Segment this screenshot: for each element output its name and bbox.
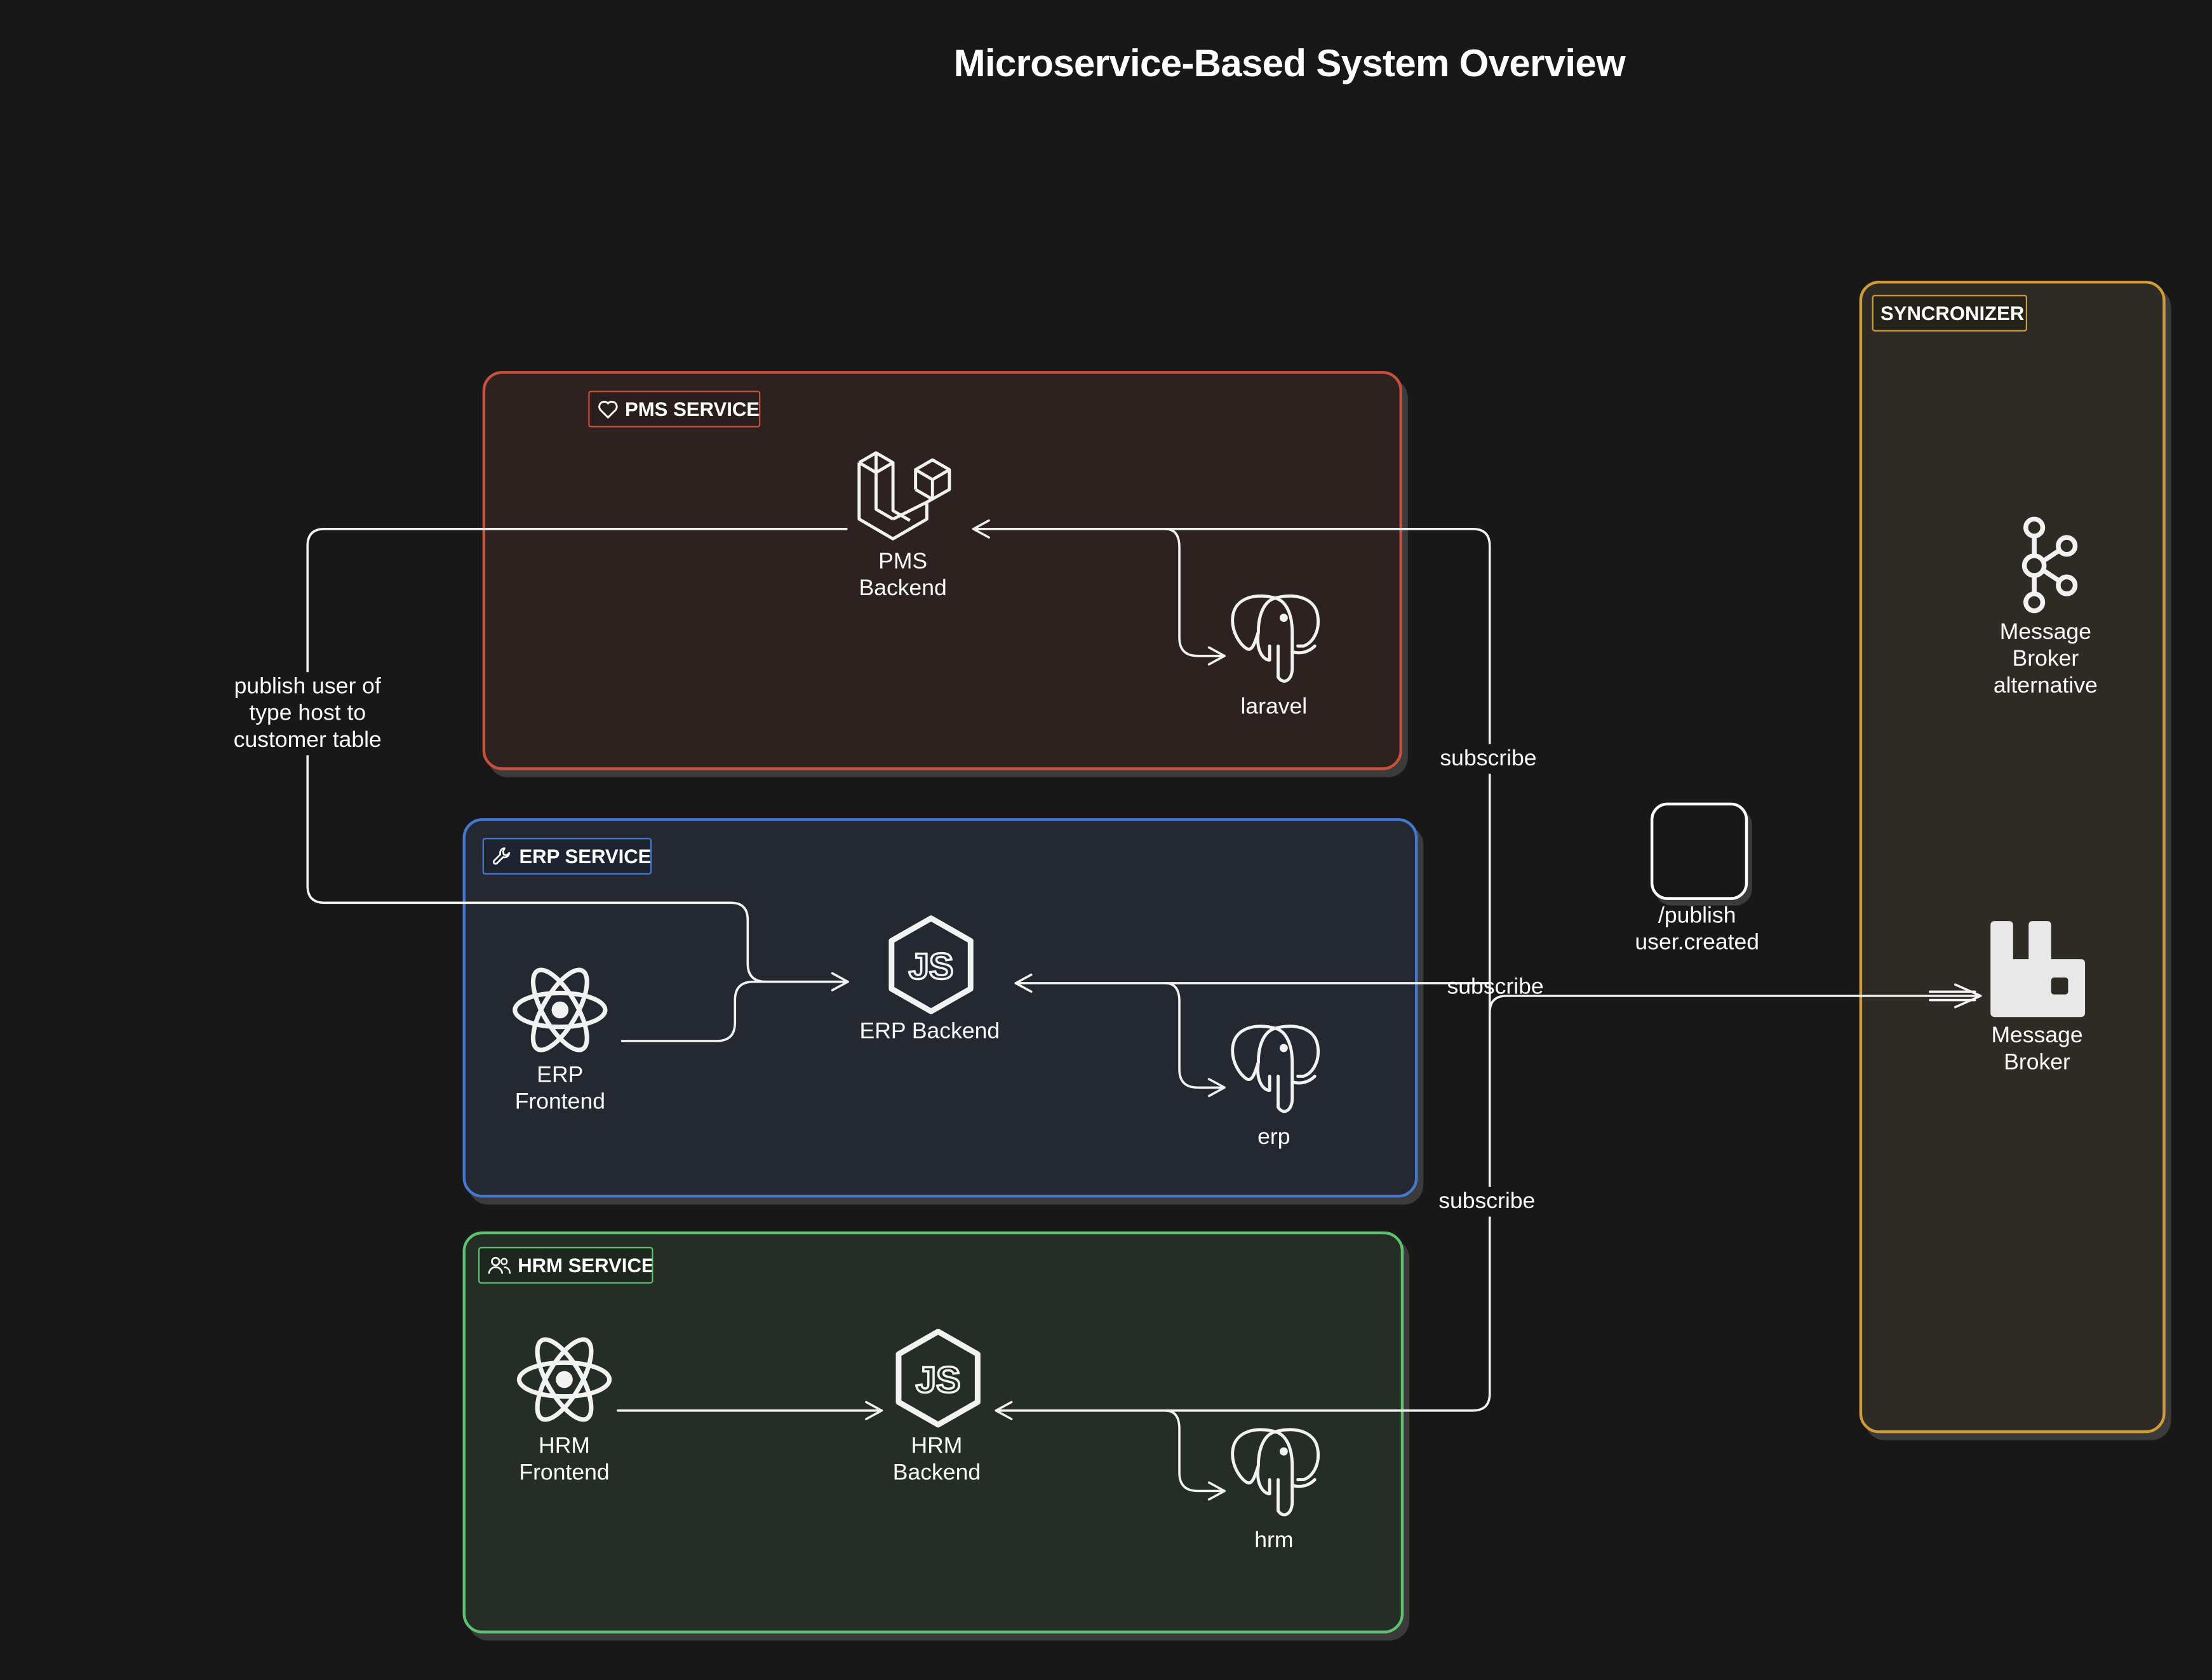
wrench-icon <box>493 847 511 865</box>
pms-service-container <box>482 371 1402 770</box>
hrm-service-tag: HRM SERVICE <box>478 1247 654 1284</box>
publish-note-line2: type host to <box>249 701 366 726</box>
broker-line2: Broker <box>2004 1051 2070 1075</box>
publish-line2: user.created <box>1635 931 1760 955</box>
erp-frontend-label: ERP Frontend <box>515 1062 605 1115</box>
erp-backend-label: ERP Backend <box>859 1019 1000 1044</box>
laravel-db-label: laravel <box>1240 695 1308 720</box>
react-icon <box>513 967 608 1052</box>
react-icon <box>516 1337 612 1422</box>
erp-frontend-line2: Frontend <box>514 1090 605 1115</box>
syncronizer-container <box>1859 280 2166 1434</box>
postgresql-icon <box>1231 1428 1320 1517</box>
hrm-backend-line1: HRM <box>911 1434 963 1459</box>
kafka-icon <box>2021 516 2078 614</box>
wire-erp-frontend-backend <box>620 980 849 1042</box>
hrm-frontend-line2: Frontend <box>519 1461 610 1486</box>
broker-alt-line2: Broker <box>2012 647 2079 672</box>
subscribe-erp-label: subscribe <box>1447 975 1544 1000</box>
erp-service-label: ERP SERVICE <box>519 845 652 868</box>
erp-frontend-line1: ERP <box>537 1063 584 1088</box>
publish-note-line1: publish user of <box>234 675 381 699</box>
syncronizer-label: SYNCRONIZER <box>1880 302 2025 325</box>
wire-erp-db <box>1164 982 1226 1098</box>
pms-backend-line2: Backend <box>859 577 947 601</box>
broker-alt-line1: Message <box>1999 621 2091 645</box>
rabbitmq-icon <box>1990 921 2086 1018</box>
erp-db-label: erp <box>1257 1126 1290 1150</box>
wire-subscribe-pms <box>972 519 1491 997</box>
pms-backend-label: PMS Backend <box>859 549 946 602</box>
publish-endpoint-box <box>1650 802 1748 900</box>
hrm-backend-line2: Backend <box>892 1461 981 1486</box>
wire-subscribe-hrm <box>995 995 1491 1420</box>
postgresql-icon <box>1231 1025 1320 1113</box>
hrm-frontend-label: HRM Frontend <box>519 1433 609 1486</box>
pms-service-label: PMS SERVICE <box>625 398 760 420</box>
svg-text:JS: JS <box>909 946 954 987</box>
broker-alt-line3: alternative <box>1993 674 2098 699</box>
wire-pms-db <box>1164 528 1226 666</box>
nodejs-icon: JS <box>888 915 974 1014</box>
subscribe-hrm-label: subscribe <box>1435 1186 1538 1217</box>
hrm-backend-label: HRM Backend <box>893 1433 981 1486</box>
syncronizer-tag: SYNCRONIZER <box>1872 295 2028 332</box>
users-icon <box>488 1256 511 1274</box>
postgresql-icon <box>1231 594 1320 683</box>
publish-line1: /publish <box>1658 904 1736 929</box>
hrm-service-label: HRM SERVICE <box>518 1254 654 1277</box>
nodejs-icon: JS <box>895 1328 981 1428</box>
heart-icon <box>598 400 618 419</box>
hrm-db-label: hrm <box>1254 1529 1294 1554</box>
broker-alternative-label: Message Broker alternative <box>1994 619 2098 700</box>
hrm-frontend-line1: HRM <box>539 1434 590 1459</box>
svg-text:JS: JS <box>916 1360 961 1401</box>
message-broker-label: Message Broker <box>1991 1023 2082 1076</box>
publish-note-line3: customer table <box>233 729 382 753</box>
diagram-title: Microservice-Based System Overview <box>953 42 1626 85</box>
wire-broker-trunk <box>1488 995 1508 1014</box>
pms-backend-line1: PMS <box>878 550 928 574</box>
wire-pms-publish <box>306 528 849 991</box>
laravel-icon <box>857 451 951 541</box>
erp-service-tag: ERP SERVICE <box>482 838 652 875</box>
subscribe-pms-label: subscribe <box>1437 744 1539 774</box>
publish-user-annotation: publish user of type host to customer ta… <box>231 672 385 756</box>
broker-line1: Message <box>1991 1024 2083 1049</box>
publish-endpoint-label: /publish user.created <box>1635 903 1759 956</box>
pms-service-tag: PMS SERVICE <box>588 391 761 427</box>
wire-hrm-db <box>1164 1409 1226 1501</box>
